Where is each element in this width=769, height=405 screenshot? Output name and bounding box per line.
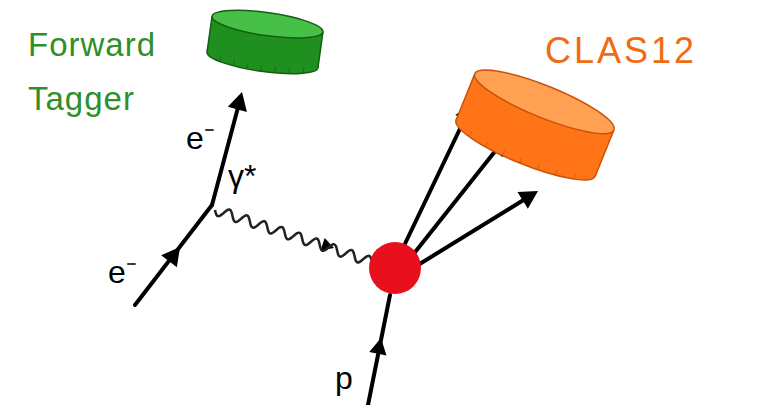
hadron-track <box>418 196 530 265</box>
arrowhead <box>369 336 389 355</box>
arrowhead <box>517 183 543 209</box>
detector-cylinder <box>450 59 620 191</box>
virtual-photon-wave <box>215 210 372 263</box>
detector-cylinder <box>205 5 324 79</box>
forward-tagger-detector: Forward Tagger <box>20 0 330 130</box>
interaction-vertex <box>369 242 421 294</box>
arrowhead <box>228 89 252 111</box>
particle-label: γ* <box>228 158 256 194</box>
proton-line <box>368 295 390 405</box>
clas12-detector: CLAS12 <box>440 26 730 210</box>
particle-label: p <box>335 360 353 396</box>
particle-label: e⁻ <box>108 254 137 290</box>
arrowhead <box>161 241 188 267</box>
incoming-electron-line <box>135 205 212 305</box>
particle-label: e⁻ <box>186 120 215 156</box>
detector-label: CLAS12 <box>545 30 725 72</box>
detector-label: Forward Tagger <box>28 18 208 126</box>
